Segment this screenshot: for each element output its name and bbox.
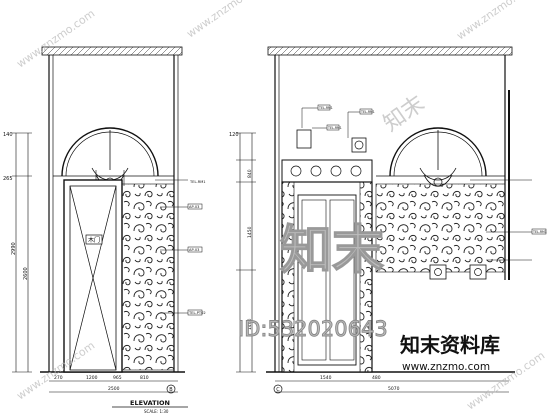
right-dim-1: 840 bbox=[247, 169, 253, 178]
cabinet-knobs bbox=[290, 165, 362, 177]
right-side-leaders: TEL-RM1 bbox=[470, 179, 547, 261]
door-leaf bbox=[69, 185, 117, 371]
right-dim-0: 120 bbox=[229, 132, 239, 138]
watermark-site-top-left: www.znzmo.com bbox=[14, 7, 97, 71]
right-bottom-dim-2: 5070 bbox=[388, 386, 400, 392]
left-wallpaper-panel bbox=[120, 183, 175, 371]
left-tag-3: TEL-PT02 bbox=[188, 311, 206, 315]
right-bottom-dim-0: 1540 bbox=[320, 375, 332, 381]
door-frame bbox=[63, 179, 123, 373]
vent-box bbox=[296, 129, 312, 149]
left-dim-lower: 2600 bbox=[23, 267, 29, 280]
right-wallpaper-panel bbox=[375, 183, 506, 273]
right-top-leaders: TEL-RM1 TEL-RM1 TEL-RM1 bbox=[301, 104, 375, 138]
left-tag-1: AP-03 bbox=[189, 205, 199, 209]
left-ceiling-slab bbox=[41, 46, 183, 56]
right-tag-2: TEL-RM1 bbox=[360, 110, 375, 114]
left-bottom-dim-0: 270 bbox=[54, 375, 63, 381]
right-dome-arch bbox=[389, 127, 487, 177]
right-bottom-dims: 1540 480 5070 bbox=[320, 375, 400, 392]
brand-site: www.znzmo.com bbox=[402, 361, 490, 373]
svg-text:C: C bbox=[276, 387, 280, 393]
elevation-title: ELEVATION bbox=[130, 399, 170, 407]
right-dim-2: 1450 bbox=[247, 226, 253, 238]
switch-icon bbox=[469, 264, 487, 280]
left-bottom-dim-2: 965 bbox=[113, 375, 122, 381]
left-section-marker bbox=[166, 384, 176, 394]
watermark-site-bottom-right: www.znzmo.com bbox=[464, 349, 547, 413]
left-dim-top-1: 265 bbox=[3, 176, 13, 182]
left-bottom-dims: 270 1200 965 810 2500 bbox=[54, 375, 149, 392]
left-bottom-dim-3: 810 bbox=[140, 375, 149, 381]
right-section-marker bbox=[273, 384, 283, 394]
watermark-site-top-right: www.znzmo.com bbox=[454, 0, 537, 42]
watermark-id: ID:532020643 bbox=[238, 317, 388, 341]
cabinet-upper bbox=[281, 159, 373, 183]
door-tag: 木门 bbox=[88, 236, 100, 244]
detector-box bbox=[351, 137, 367, 153]
right-dim-3: 1400 bbox=[247, 318, 253, 330]
cabinet-body bbox=[281, 181, 373, 373]
door-tag-box bbox=[85, 234, 103, 245]
left-dim-top-0: 140 bbox=[3, 132, 13, 138]
left-tag-2: AP-03 bbox=[189, 248, 199, 252]
socket-icon bbox=[429, 264, 447, 280]
right-tag-0: TEL-RM1 bbox=[318, 106, 333, 110]
left-chandelier bbox=[91, 130, 129, 187]
right-bottom-dim-1: 480 bbox=[372, 375, 381, 381]
left-bottom-dim-1: 1200 bbox=[86, 375, 98, 381]
left-bottom-dim-4: 2500 bbox=[108, 386, 120, 392]
right-ceiling-slab bbox=[267, 46, 513, 56]
cabinet-door bbox=[297, 194, 357, 366]
right-elevation: TEL-RM1 TEL-RM1 TEL-RM1 TEL-RM1 120 840 … bbox=[229, 46, 547, 394]
elevation-scale: SCALE: 1:30 bbox=[144, 409, 169, 414]
brand-logo: 知末资料库 www.znzmo.com bbox=[400, 333, 500, 373]
left-dim-total: 2990 bbox=[11, 242, 17, 255]
right-tag-1: TEL-RM1 bbox=[327, 126, 342, 130]
watermark-site-top: www.znzmo.com bbox=[184, 0, 267, 40]
left-elevation: 木门 2990 2600 140 265 TEL-RM1 AP-03 AP-03… bbox=[3, 46, 206, 414]
right-tag-3: TEL-RM1 bbox=[532, 230, 547, 234]
left-leaders: TEL-RM1 AP-03 AP-03 TEL-PT02 bbox=[155, 179, 206, 316]
left-tag-0: TEL-RM1 bbox=[189, 180, 206, 184]
brand-full-name: 知末资料库 bbox=[400, 333, 500, 357]
right-chandelier bbox=[419, 130, 457, 187]
svg-text:B: B bbox=[169, 387, 173, 393]
watermark-brand-large: 知末 bbox=[280, 221, 384, 281]
left-dome-arch bbox=[61, 127, 159, 177]
